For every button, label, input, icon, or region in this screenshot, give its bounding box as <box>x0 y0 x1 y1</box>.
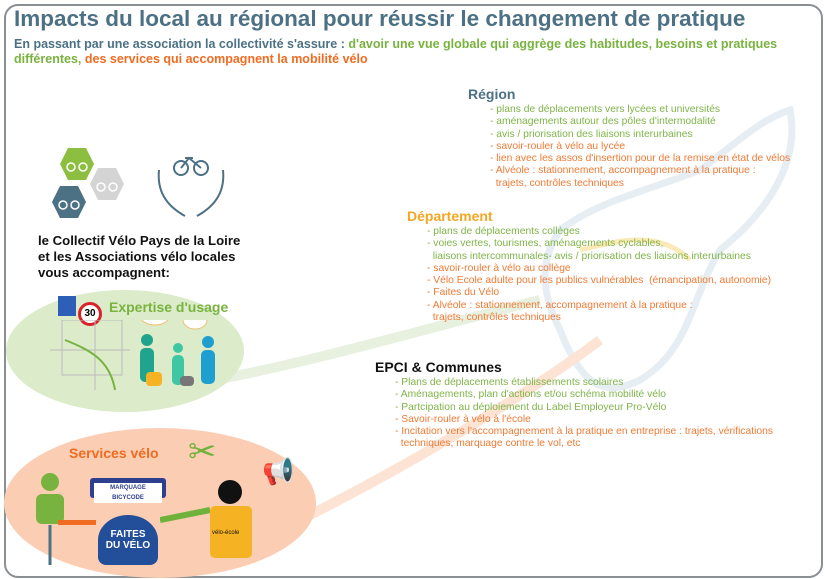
epci-section: EPCI & Communes - Plans de déplacements … <box>375 359 773 451</box>
list-item: - Plans de déplacements établissements s… <box>395 377 624 388</box>
list-item: - aménagements autour des pôles d'interm… <box>490 116 716 128</box>
list-item: - voies vertes, tourismes, aménagements … <box>427 238 751 262</box>
subtitle: En passant par une association la collec… <box>14 37 804 67</box>
page-title: Impacts du local au régional pour réussi… <box>14 6 746 31</box>
region-section: Région - plans de déplacements vers lycé… <box>468 86 790 190</box>
list-item: - lien avec les assos d'insertion pour d… <box>490 153 791 165</box>
list-item: - savoir-rouler à vélo au collège <box>427 262 571 274</box>
bike-lane-sign-icon <box>58 296 76 316</box>
subtitle-orange: des services qui accompagnent la mobilit… <box>84 52 368 66</box>
velo-ecole-instructor <box>160 480 252 558</box>
collectif-text: le Collectif Vélo Pays de la Loire et le… <box>38 233 241 280</box>
subtitle-intro: En passant par une association la collec… <box>14 37 349 51</box>
epci-heading: EPCI & Communes <box>375 359 502 375</box>
people-map-illustration <box>50 320 215 391</box>
list-item: - Partcipation au déploiement du Label E… <box>395 401 667 413</box>
marquage-bicycode-badge: MARQUAGE BICYCODE <box>90 478 166 503</box>
megaphone-icon: 📢 <box>262 456 295 486</box>
epci-list: - Plans de déplacements établissements s… <box>395 377 773 451</box>
list-item: - savoir-rouler à vélo au lycée <box>490 140 626 152</box>
faites-du-velo-logo: FAITES DU VÉLO <box>98 515 158 565</box>
list-item: - Aménagements, plan d'actions et/ou sch… <box>395 389 666 401</box>
speed-limit-sign: 30 <box>78 302 102 326</box>
subtitle-green: d'avoir une vue globale qui aggrège des … <box>14 37 778 66</box>
list-item: - avis / priorisation des liaisons inter… <box>490 128 693 140</box>
departement-heading: Département <box>407 208 493 224</box>
list-item: - Incitation vers l'accompagnement à la … <box>395 426 773 450</box>
tools-icon: ✂ <box>188 433 217 471</box>
list-item: - Savoir-rouler à vélo à l'école <box>395 413 531 425</box>
region-list: - plans de déplacements vers lycées et u… <box>490 104 790 190</box>
hands-bike-icon <box>157 156 225 217</box>
expertise-label: Expertise d'usage <box>109 299 229 315</box>
region-heading: Région <box>468 86 516 102</box>
services-label: Services vélo <box>69 445 159 461</box>
list-item: - plans de déplacements collèges <box>427 226 580 237</box>
departement-list: - plans de déplacements collèges- voies … <box>427 226 771 324</box>
list-item: - Faites du Vélo <box>427 287 500 299</box>
list-item: - Alvéole : stationnement, accompagnemen… <box>490 165 756 189</box>
marquage-label: MARQUAGE BICYCODE <box>94 483 162 503</box>
hex-bike-icons <box>52 148 124 218</box>
list-item: - Vélo Ecole adulte pour les publics vul… <box>427 275 771 287</box>
list-item: - plans de déplacements vers lycées et u… <box>490 104 721 115</box>
velo-ecole-label: vélo-école <box>212 530 240 536</box>
departement-section: Département - plans de déplacements coll… <box>407 208 771 324</box>
cyclist-icon <box>36 473 96 565</box>
list-item: - Alvéole : stationnement, accompagnemen… <box>427 299 693 324</box>
frame <box>4 4 823 578</box>
